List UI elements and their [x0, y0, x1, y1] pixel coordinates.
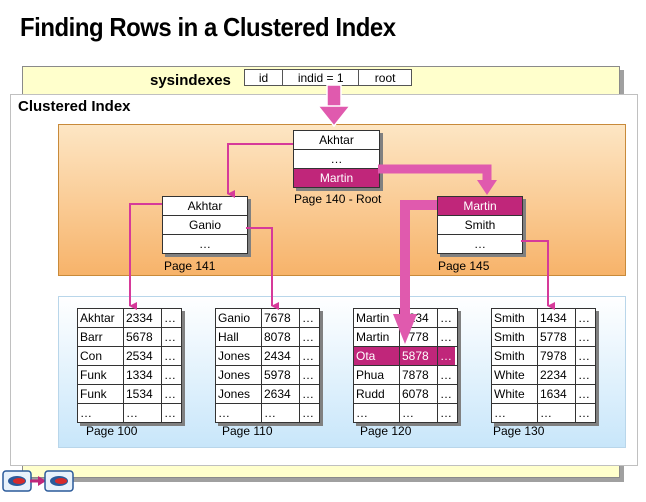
root-entry: …: [294, 150, 379, 169]
clustered-index-label: Clustered Index: [18, 98, 131, 115]
root-entry-highlighted: Martin: [294, 169, 379, 187]
intermediate-entry: …: [199, 237, 211, 251]
root-entry: Akhtar: [294, 131, 379, 150]
intermediate-entry: Ganio: [163, 216, 247, 235]
intermediate-node-141: Akhtar Ganio …: [162, 196, 248, 254]
leaf-page-label: Page 110: [222, 424, 273, 438]
table-row: ………: [494, 404, 590, 422]
intermediate-entry: Smith: [438, 216, 522, 235]
intermediate-page-label: Page 145: [438, 259, 490, 273]
leaf-page-label: Page 130: [493, 424, 545, 438]
sysindexes-col-id: id: [245, 70, 284, 85]
arrow-145-to-page-130: [521, 240, 555, 310]
intermediate-entry: …: [474, 237, 486, 251]
slide-navigation-icon[interactable]: [2, 468, 74, 494]
leaf-page-label: Page 100: [86, 424, 138, 438]
arrow-141-to-page-110: [246, 227, 279, 310]
intermediate-node-145: Martin Smith …: [437, 196, 523, 254]
table-row: ………: [356, 404, 452, 422]
table-row: ………: [80, 404, 176, 422]
sysindexes-col-root: root: [374, 70, 396, 85]
sysindexes-col-indid: indid = 1: [283, 70, 360, 85]
search-path-arrows: [316, 84, 497, 344]
page-title: Finding Rows in a Clustered Index: [20, 12, 396, 42]
sysindexes-row: id indid = 1 root: [244, 69, 412, 86]
root-node: Akhtar … Martin: [293, 130, 380, 188]
arrow-root-to-141: [227, 143, 293, 198]
table-row: ………: [218, 404, 314, 422]
arrow-141-to-page-100: [129, 203, 162, 310]
root-page-label: Page 140 - Root: [294, 192, 382, 206]
intermediate-entry-highlighted: Martin: [438, 197, 522, 216]
intermediate-entry: Akhtar: [163, 197, 247, 216]
leaf-page-label: Page 120: [360, 424, 412, 438]
sysindexes-label: sysindexes: [150, 72, 231, 89]
intermediate-page-label: Page 141: [164, 259, 216, 273]
